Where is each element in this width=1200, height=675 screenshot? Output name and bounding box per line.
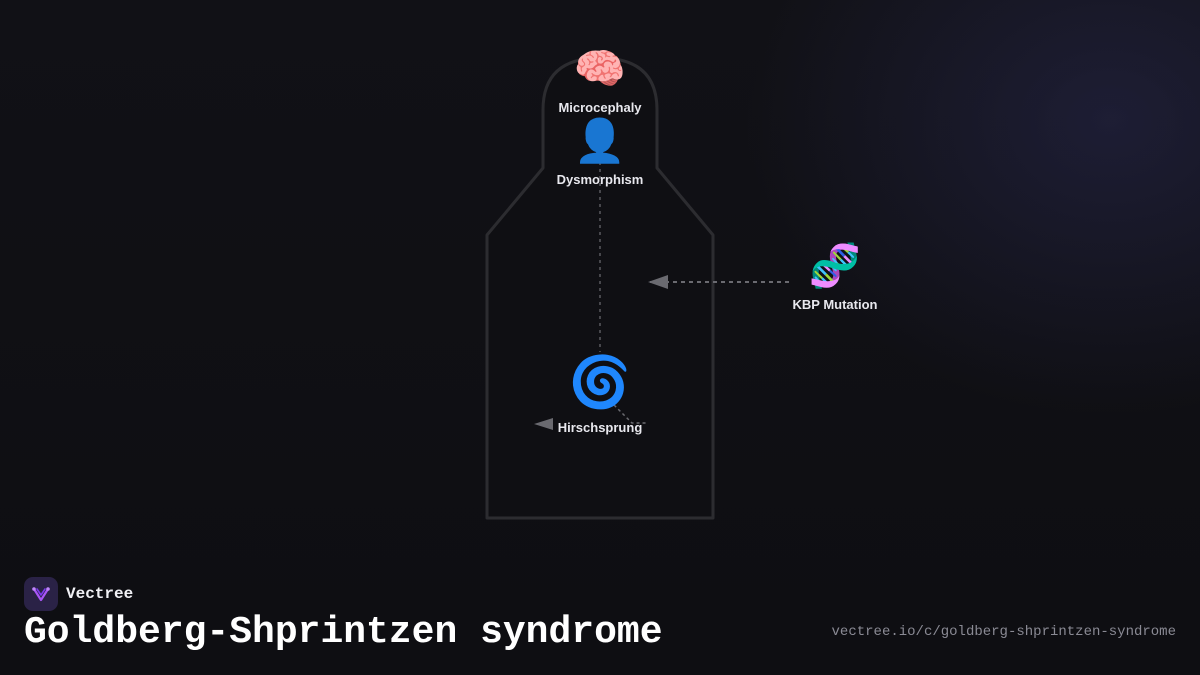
node-label-kbp-mutation: KBP Mutation — [792, 297, 878, 312]
person-silhouette-icon: 👤 — [573, 119, 627, 165]
vectree-logo-icon — [24, 577, 58, 611]
cyclone-icon: 🌀 — [568, 354, 632, 410]
node-hirschsprung: 🌀 Hirschsprung — [558, 356, 643, 435]
hirschsprung-arrowhead — [534, 418, 553, 430]
node-dysmorphism: 👤 Dysmorphism — [557, 118, 644, 187]
brand[interactable]: Vectree — [24, 577, 133, 611]
page-title: Goldberg-Shprintzen syndrome — [24, 611, 663, 654]
node-label-dysmorphism: Dysmorphism — [556, 172, 644, 187]
page-url[interactable]: vectree.io/c/goldberg-shprintzen-syndrom… — [831, 624, 1176, 640]
brand-name: Vectree — [66, 585, 134, 603]
node-label-microcephaly: Microcephaly — [558, 100, 642, 115]
brain-icon: 🧠 — [573, 47, 627, 93]
node-microcephaly: 🧠 Microcephaly — [558, 46, 641, 115]
edge-hirschsprung-arrow — [613, 404, 647, 424]
node-kbp-mutation: 🧬 KBP Mutation — [793, 243, 878, 312]
vectree-logo-mark — [32, 587, 50, 602]
dna-icon: 🧬 — [808, 244, 862, 290]
node-label-hirschsprung: Hirschsprung — [557, 420, 643, 435]
